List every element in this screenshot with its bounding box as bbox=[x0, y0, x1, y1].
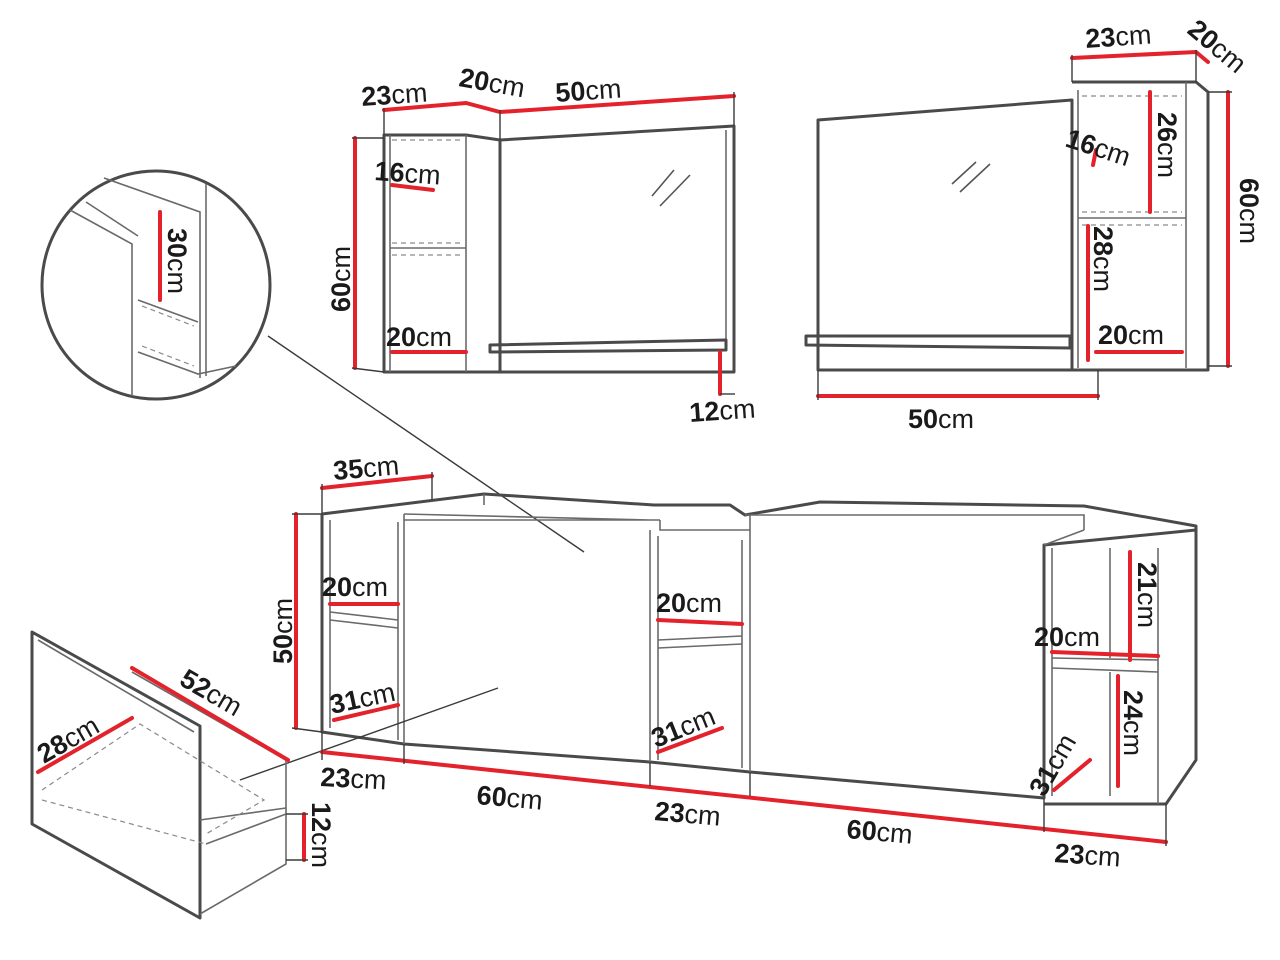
label-bottom-23c: 23cm bbox=[1054, 838, 1122, 873]
detail-magnifier bbox=[40, 169, 585, 553]
label-base-right-24: 24cm bbox=[1118, 690, 1148, 756]
label-base-right-20: 20cm bbox=[1034, 622, 1100, 652]
drawer bbox=[30, 630, 308, 920]
label-mirror-left-60: 60cm bbox=[326, 246, 356, 312]
label-base-right-31: 31cm bbox=[1023, 729, 1082, 801]
label-base-right-21: 21cm bbox=[1132, 562, 1162, 628]
label-base-50: 50cm bbox=[268, 598, 298, 664]
label-drawer-12: 12cm bbox=[306, 802, 336, 868]
label-mirror-left-12: 12cm bbox=[688, 393, 756, 428]
label-mirror-right-26: 26cm bbox=[1152, 112, 1182, 178]
label-mirror-left-20b: 20cm bbox=[386, 322, 452, 352]
label-base-left-20: 20cm bbox=[322, 572, 388, 602]
mirror-cabinet-left bbox=[351, 92, 736, 396]
label-mirror-left-16: 16cm bbox=[374, 156, 442, 191]
label-detail-30: 30cm bbox=[162, 228, 192, 294]
base-cabinet bbox=[239, 472, 1198, 846]
label-bottom-23b: 23cm bbox=[653, 796, 721, 832]
label-mirror-right-20b: 20cm bbox=[1098, 320, 1164, 350]
label-mirror-right-23: 23cm bbox=[1084, 19, 1152, 54]
label-mirror-left-50: 50cm bbox=[554, 73, 622, 108]
label-mirror-left-20: 20cm bbox=[457, 62, 527, 103]
label-base-35: 35cm bbox=[332, 450, 400, 486]
dimension-labels: 23cm 20cm 50cm 60cm 16cm 20cm 12cm 23cm … bbox=[32, 14, 1264, 873]
mirror-cabinet-right bbox=[804, 49, 1232, 400]
label-mirror-right-20: 20cm bbox=[1182, 14, 1252, 79]
label-mirror-right-50: 50cm bbox=[908, 404, 974, 434]
label-base-left-31: 31cm bbox=[327, 677, 398, 720]
label-mirror-right-60: 60cm bbox=[1234, 178, 1264, 244]
label-drawer-28: 28cm bbox=[32, 710, 104, 769]
label-mirror-right-28: 28cm bbox=[1088, 226, 1118, 292]
label-base-mid-20: 20cm bbox=[656, 588, 722, 618]
label-bottom-60a: 60cm bbox=[475, 780, 543, 816]
label-mirror-left-23: 23cm bbox=[360, 77, 428, 112]
label-bottom-23a: 23cm bbox=[320, 762, 388, 795]
label-bottom-60b: 60cm bbox=[845, 814, 913, 850]
